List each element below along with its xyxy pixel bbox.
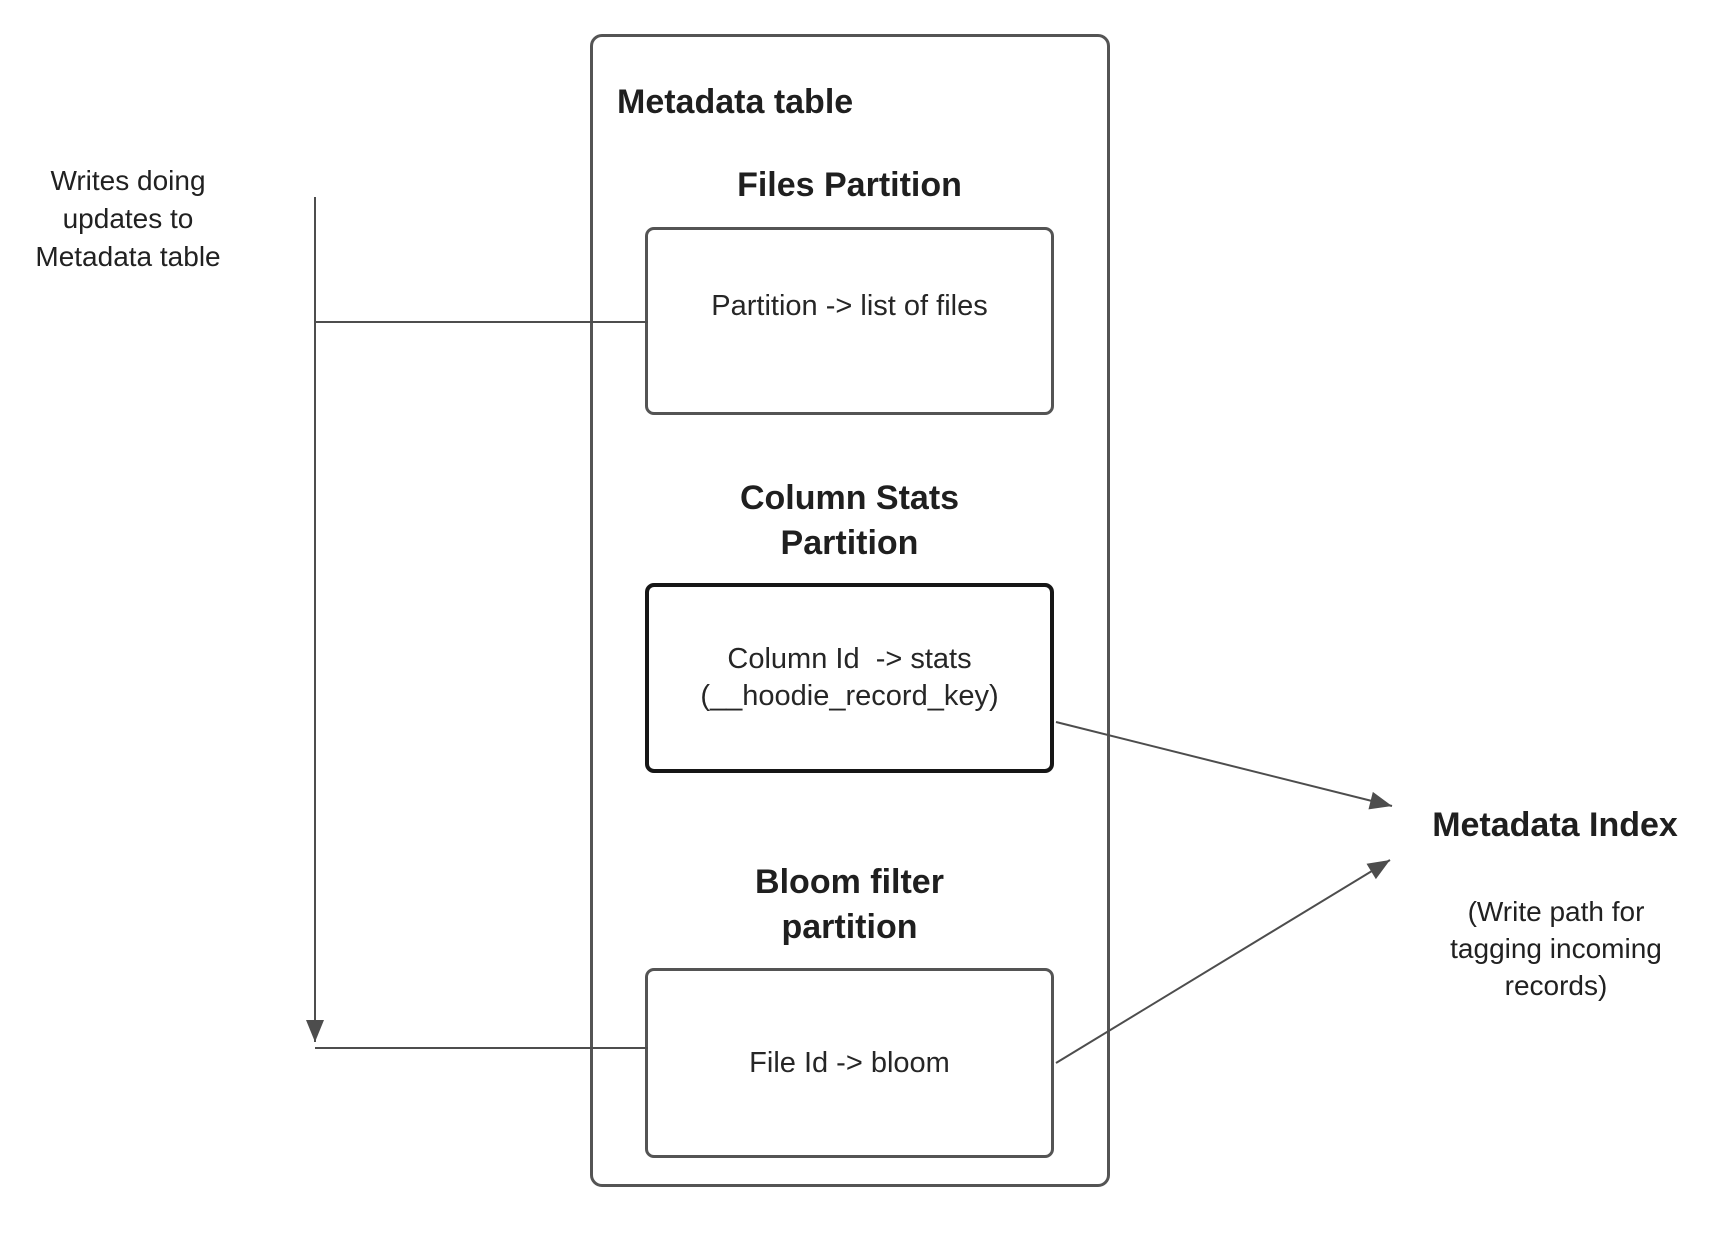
metadata-table-container: Metadata table Files Partition Partition… [590, 34, 1110, 1187]
metadata-index-subtitle: (Write path for tagging incoming records… [1450, 896, 1662, 1001]
writes-note-line: Metadata table [35, 241, 221, 272]
bloom-filter-partition-heading: Bloom filter partition [755, 863, 944, 946]
metadata-index-title: Metadata Index [1432, 806, 1678, 844]
bloom-filter-partition-box: File Id -> bloom [645, 968, 1054, 1158]
files-partition-box: Partition -> list of files [645, 227, 1054, 415]
column-stats-partition-heading: Column Stats Partition [739, 479, 960, 562]
bloom-filter-box-text: File Id -> bloom [749, 1046, 950, 1079]
writes-note-line: Writes doing [50, 165, 206, 196]
column-stats-box-text: Column Id -> stats [727, 643, 972, 675]
writes-updates-note: Writes doing updates to Metadata table [8, 162, 248, 276]
column-stats-partition-box: Column Id -> stats (__hoodie_record_key) [645, 583, 1054, 773]
files-partition-heading: Files Partition [737, 166, 962, 204]
writes-note-line: updates to [62, 203, 194, 234]
metadata-table-title: Metadata table [617, 83, 854, 121]
files-partition-box-text: Partition -> list of files [711, 290, 988, 322]
column-stats-box-text: (__hoodie_record_key) [700, 680, 999, 712]
